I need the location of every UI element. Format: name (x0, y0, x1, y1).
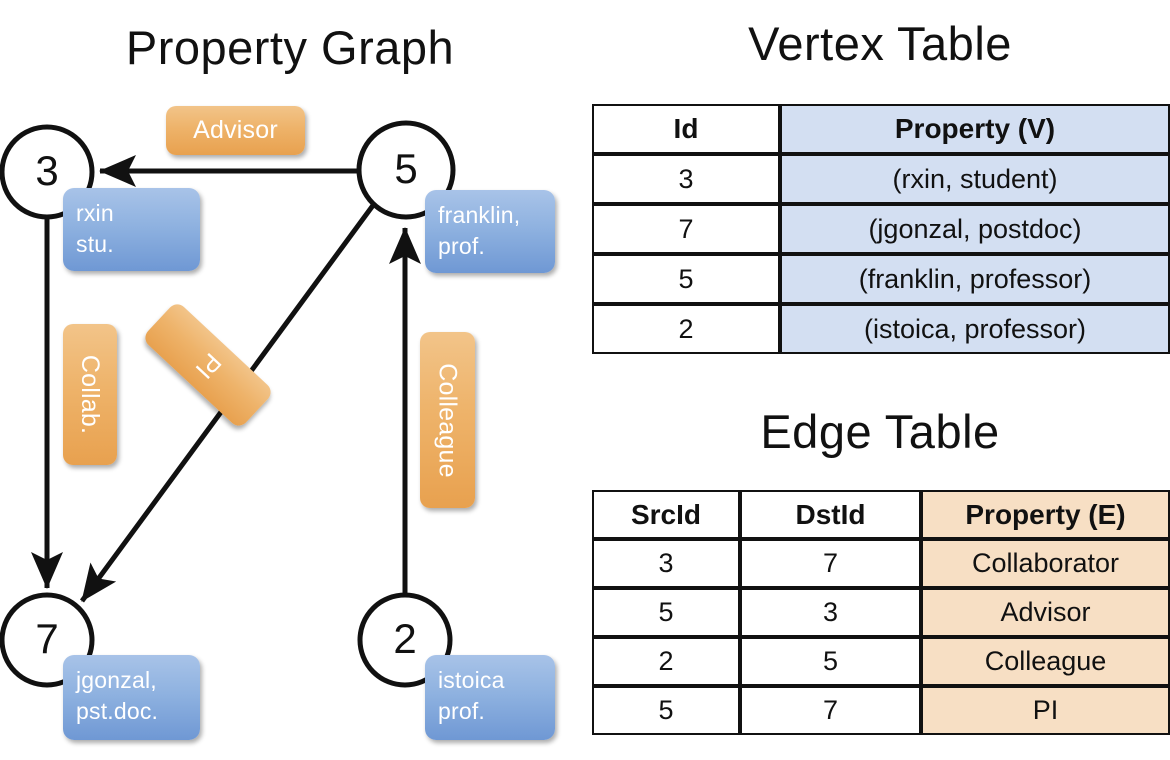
bubble-line-1: istoica (438, 667, 505, 693)
node-property-bubble-3: rxin stu. (63, 188, 200, 271)
edge-table-title: Edge Table (760, 405, 1000, 458)
edge-cell-dstid: 3 (740, 588, 921, 637)
bubble-line-2: prof. (438, 232, 486, 259)
edge-cell-srcid: 5 (592, 686, 740, 735)
edge-cell-srcid: 5 (592, 588, 740, 637)
edge-label-text: Collab. (76, 354, 105, 435)
table-row[interactable]: 2 5 Colleague (592, 637, 1170, 686)
edge-cell-srcid: 2 (592, 637, 740, 686)
edge-label-advisor: Advisor (166, 106, 305, 155)
edge-label-colleague: Colleague (420, 332, 475, 508)
property-graph-title: Property Graph (125, 21, 455, 74)
table-header-row: SrcId DstId Property (E) (592, 490, 1170, 539)
node-property-bubble-2: istoica prof. (425, 655, 555, 740)
edge-cell-property: PI (921, 686, 1170, 735)
edge-label-text: Colleague (434, 362, 463, 478)
bubble-line-2: prof. (438, 697, 486, 724)
table-row[interactable]: 3 7 Collaborator (592, 539, 1170, 588)
vertex-cell-id: 2 (592, 304, 780, 354)
vertex-cell-property: (istoica, professor) (780, 304, 1170, 354)
edge-cell-property: Advisor (921, 588, 1170, 637)
vertex-cell-id: 3 (592, 154, 780, 204)
edge-cell-property: Colleague (921, 637, 1170, 686)
table-row[interactable]: 5 3 Advisor (592, 588, 1170, 637)
edge-cell-dstid: 7 (740, 539, 921, 588)
node-property-bubble-5: franklin, prof. (425, 190, 555, 273)
edge-cell-dstid: 5 (740, 637, 921, 686)
vertex-cell-property: (jgonzal, postdoc) (780, 204, 1170, 254)
bubble-line-1: franklin, (438, 202, 521, 228)
edge-label-collab: Collab. (63, 324, 117, 465)
bubble-line-1: jgonzal, (76, 667, 157, 693)
edge-cell-dstid: 7 (740, 686, 921, 735)
table-row[interactable]: 3 (rxin, student) (592, 154, 1170, 204)
table-row[interactable]: 7 (jgonzal, postdoc) (592, 204, 1170, 254)
node-property-bubble-7: jgonzal, pst.doc. (63, 655, 200, 740)
vertex-cell-property: (franklin, professor) (780, 254, 1170, 304)
vertex-header-id: Id (592, 104, 780, 154)
vertex-cell-property: (rxin, student) (780, 154, 1170, 204)
property-graph-panel: Property Graph 3 5 7 2 (0, 21, 555, 740)
edge-label-text: PI (189, 347, 227, 384)
vertex-cell-id: 5 (592, 254, 780, 304)
bubble-line-2: pst.doc. (76, 697, 159, 724)
edge-table: SrcId DstId Property (E) 3 7 Collaborato… (592, 490, 1170, 735)
edge-label-text: Advisor (193, 116, 278, 144)
edge-cell-srcid: 3 (592, 539, 740, 588)
table-header-row: Id Property (V) (592, 104, 1170, 154)
table-row[interactable]: 5 (franklin, professor) (592, 254, 1170, 304)
vertex-table-title: Vertex Table (748, 17, 1012, 70)
edge-header-property: Property (E) (921, 490, 1170, 539)
table-row[interactable]: 5 7 PI (592, 686, 1170, 735)
edge-header-dstid: DstId (740, 490, 921, 539)
vertex-table: Id Property (V) 3 (rxin, student) 7 (jgo… (592, 104, 1170, 354)
vertex-header-property: Property (V) (780, 104, 1170, 154)
table-row[interactable]: 2 (istoica, professor) (592, 304, 1170, 354)
edge-header-srcid: SrcId (592, 490, 740, 539)
bubble-line-1: rxin (76, 200, 114, 226)
edge-cell-property: Collaborator (921, 539, 1170, 588)
vertex-cell-id: 7 (592, 204, 780, 254)
bubble-line-2: stu. (76, 230, 114, 257)
